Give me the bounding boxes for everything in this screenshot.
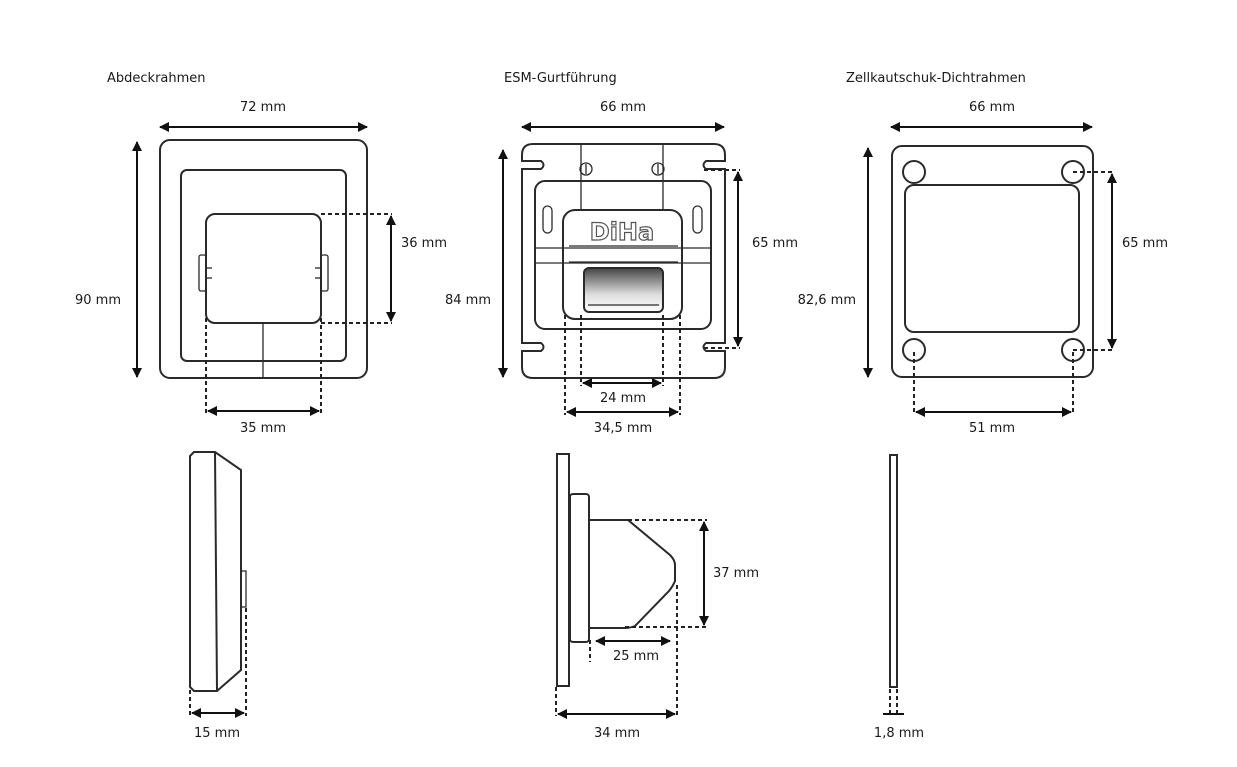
dimension-label-side-height: 37 mm (713, 566, 759, 581)
screw-right (651, 162, 665, 176)
side-plate (556, 453, 570, 687)
dimension-label-hole-spacing-v: 65 mm (1122, 236, 1168, 251)
slot-left (542, 205, 553, 234)
dimension-label-thickness: 1,8 mm (874, 726, 924, 741)
side-view-seal: 1,8 mm (874, 454, 924, 741)
dimension-label-height: 84 mm (445, 293, 491, 308)
dimension-label-height: 82,6 mm (798, 293, 856, 308)
seal-cutout (904, 184, 1080, 333)
panel-title: ESM-Gurtführung (504, 71, 617, 86)
clip-right (320, 254, 329, 292)
dimension-label-side-depth: 34 mm (594, 726, 640, 741)
mounting-plate (521, 143, 726, 379)
dimension-label-slot-spacing: 65 mm (752, 236, 798, 251)
dimension-label-width: 72 mm (240, 100, 286, 115)
diha-logo: DiHa (590, 218, 654, 246)
dimension-label-insert-width: 35 mm (240, 421, 286, 436)
dimension-label-outer-width: 34,5 mm (594, 421, 652, 436)
dimension-label-hole-spacing-h: 51 mm (969, 421, 1015, 436)
side-insert (569, 493, 590, 643)
guide-body (562, 209, 683, 320)
panel-zellkautschuk-dichtrahmen: Zellkautschuk-Dichtrahmen 66 mm 82,6 mm … (798, 71, 1168, 741)
mounting-hole (902, 338, 926, 362)
panel-title: Zellkautschuk-Dichtrahmen (846, 71, 1026, 86)
side-view-abdeckrahmen: 15 mm (189, 451, 247, 741)
mounting-hole (902, 160, 926, 184)
dimension-label-depth: 15 mm (194, 726, 240, 741)
panel-title: Abdeckrahmen (107, 71, 206, 86)
side-view-esm: 37 mm 25 mm 34 mm (555, 453, 759, 741)
panel-abdeckrahmen: Abdeckrahmen 72 mm 90 mm 36 mm 35 mm (75, 71, 447, 741)
dimension-label-protrusion: 25 mm (613, 649, 659, 664)
panel-esm-gurtfuehrung: ESM-Gurtführung 66 mm 84 mm DiHa (445, 71, 798, 741)
clip-left (198, 254, 207, 292)
dimension-label-height: 90 mm (75, 293, 121, 308)
dimension-label-insert-height: 36 mm (401, 236, 447, 251)
switch-insert (205, 213, 322, 324)
screw-left (579, 162, 593, 176)
slot-right (692, 205, 703, 234)
dimension-label-inner-width: 24 mm (600, 391, 646, 406)
dimension-label-width: 66 mm (969, 100, 1015, 115)
seal-side (889, 454, 898, 688)
inner-plate (534, 180, 712, 330)
seal-frame (891, 145, 1094, 378)
dimension-label-width: 66 mm (600, 100, 646, 115)
belt-opening (583, 267, 664, 313)
